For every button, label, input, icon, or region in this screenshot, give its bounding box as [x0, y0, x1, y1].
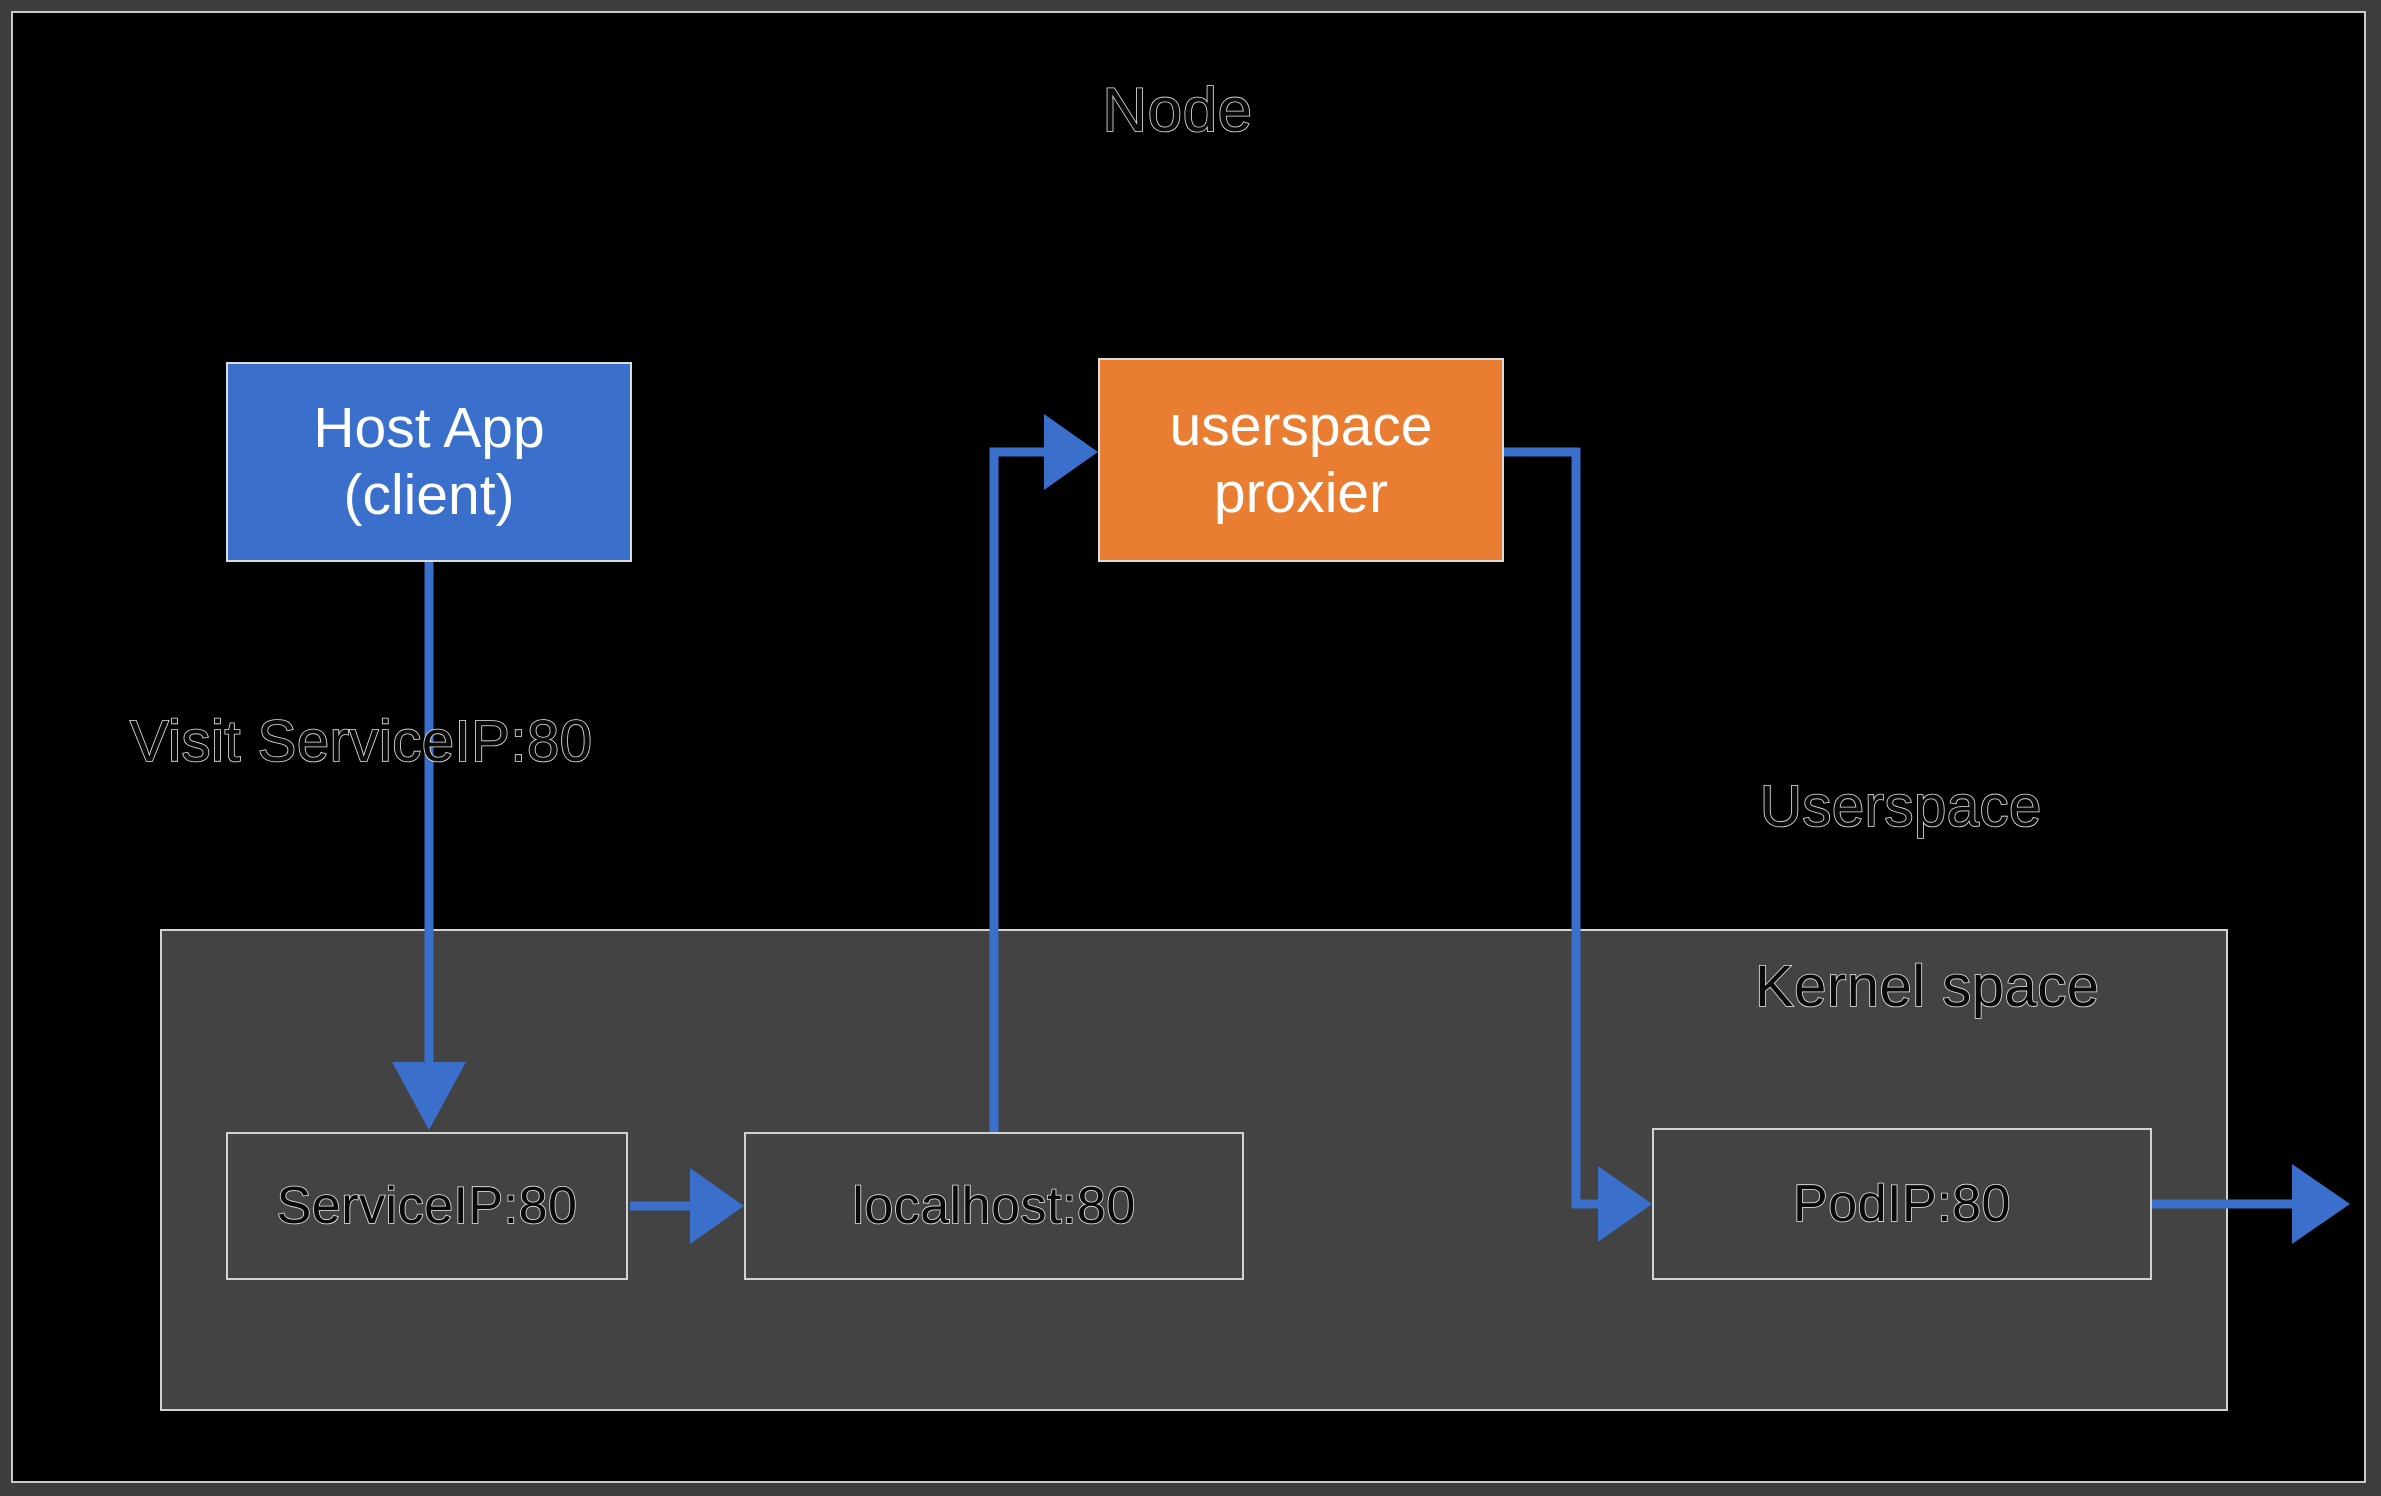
- box-pod-ip[interactable]: PodIP:80: [1652, 1128, 2152, 1280]
- box-userspace-proxier[interactable]: userspace proxier: [1098, 358, 1504, 562]
- page-title: Node: [1102, 75, 1253, 146]
- box-service-ip[interactable]: ServiceIP:80: [226, 1132, 628, 1280]
- box-host-app-line1: Host App: [313, 395, 545, 460]
- box-userspace-proxier-line2: proxier: [1213, 461, 1389, 525]
- kernel-space-label: Kernel space: [1754, 953, 2100, 1020]
- box-host-app-line2: (client): [343, 463, 515, 527]
- box-service-ip-label: ServiceIP:80: [276, 1176, 578, 1236]
- box-localhost[interactable]: localhost:80: [744, 1132, 1244, 1280]
- visit-service-ip-label: Visit ServiceIP:80: [129, 708, 593, 775]
- box-localhost-label: localhost:80: [851, 1176, 1136, 1236]
- box-userspace-proxier-line1: userspace: [1169, 393, 1433, 458]
- box-host-app[interactable]: Host App (client): [226, 362, 632, 562]
- userspace-region-label: Userspace: [1759, 773, 2042, 840]
- box-pod-ip-label: PodIP:80: [1792, 1174, 2011, 1234]
